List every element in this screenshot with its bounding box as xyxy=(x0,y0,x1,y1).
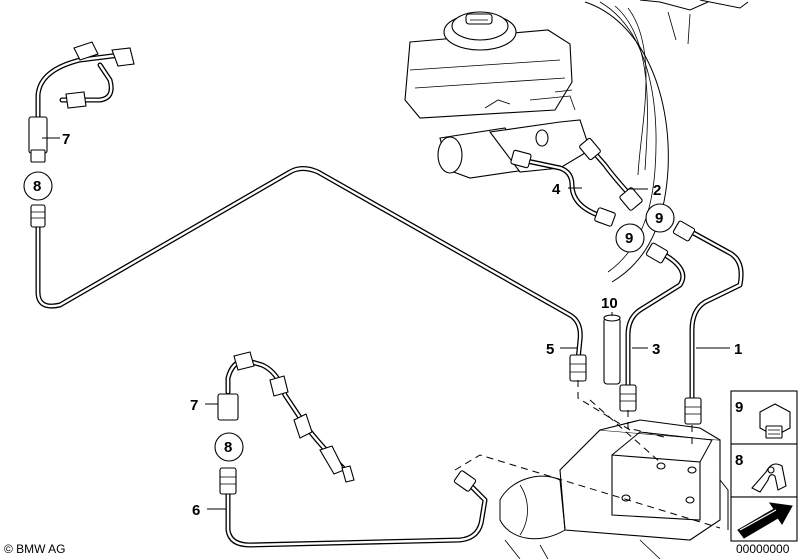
brake-hose-upper xyxy=(28,41,135,163)
callout-2: 2 xyxy=(653,182,661,199)
circled-9-upper: 9 xyxy=(655,210,663,227)
legend: 9 8 xyxy=(730,390,798,542)
callout-4: 4 xyxy=(552,181,561,198)
diagram-number: 00000000 xyxy=(736,542,790,556)
callout-10: 10 xyxy=(601,295,618,312)
callout-7-upper: 7 xyxy=(62,131,70,148)
circled-8-lower: 8 xyxy=(224,439,232,456)
brake-hose-lower xyxy=(217,351,355,483)
direction-arrow-icon xyxy=(737,502,793,539)
leader-lines xyxy=(42,137,730,510)
pipe-long-loop xyxy=(30,166,587,382)
callout-3: 3 xyxy=(652,341,660,358)
connection-lines xyxy=(454,380,721,529)
callout-1: 1 xyxy=(734,341,742,358)
pipe-6 xyxy=(219,467,488,548)
union-nut-icon xyxy=(759,403,791,439)
callout-labels: 7 2 4 10 5 3 1 7 6 xyxy=(62,131,742,519)
pipe-clip-icon xyxy=(751,463,787,493)
callout-7-lower: 7 xyxy=(190,397,198,414)
copyright-text: © BMW AG xyxy=(4,542,66,556)
circled-9-lower: 9 xyxy=(625,230,633,247)
hydraulic-unit xyxy=(499,419,729,559)
circled-8-upper: 8 xyxy=(33,178,41,195)
circled-labels: 8 9 9 8 xyxy=(23,171,675,462)
callout-5: 5 xyxy=(546,341,554,358)
legend-label-9: 9 xyxy=(735,399,743,416)
callout-6: 6 xyxy=(192,502,200,519)
pipes-right xyxy=(510,137,744,425)
legend-label-8: 8 xyxy=(735,452,743,469)
brake-booster-assembly xyxy=(404,0,749,283)
